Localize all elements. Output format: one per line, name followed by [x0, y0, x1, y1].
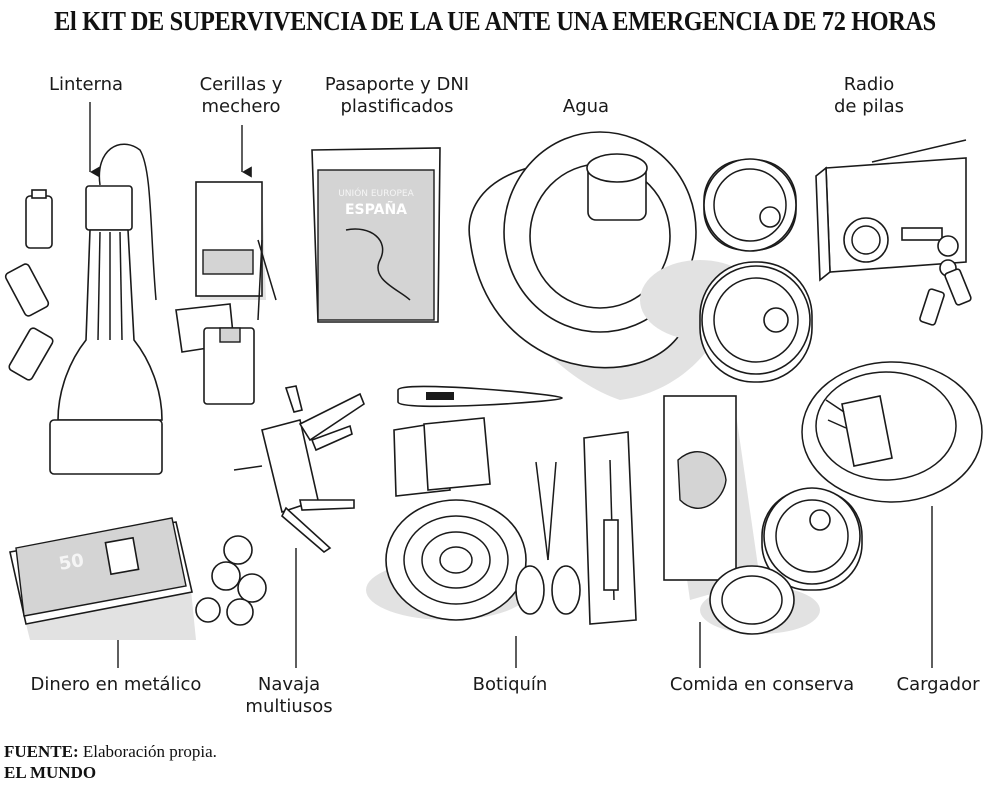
label-cargador: Cargador — [896, 674, 980, 695]
scissors-icon — [515, 461, 581, 615]
fish-can-box-icon — [663, 395, 760, 600]
source-line: FUENTE: Elaboración propia. — [4, 742, 217, 762]
syringe-packet-icon — [583, 431, 637, 625]
radio-batteries-icon — [919, 268, 972, 326]
cash-icon: 50 — [9, 517, 196, 640]
passport-line1: UNIÓN EUROPEA — [338, 187, 414, 199]
label-navaja: Navaja multiusos — [245, 674, 333, 717]
thermometer-icon — [397, 385, 563, 408]
flashlight-icon — [49, 143, 163, 475]
pointer-lines — [89, 102, 933, 668]
charger-icon — [801, 361, 983, 503]
label-botiquin: Botiquín — [472, 674, 548, 695]
label-cerillas: Cerillas y mechero — [199, 74, 283, 117]
brand: EL MUNDO — [4, 763, 97, 782]
radio-icon — [815, 139, 967, 282]
can-stack-lower-icon — [700, 487, 863, 635]
bandage-roll-icon — [366, 499, 530, 621]
label-agua: Agua — [562, 96, 610, 117]
source-prefix: FUENTE: — [4, 742, 79, 761]
label-linterna: Linterna — [48, 74, 124, 95]
page-title: El KIT DE SUPERVIVENCIA DE LA UE ANTE UN… — [54, 6, 936, 36]
label-dinero: Dinero en metálico — [30, 674, 202, 695]
source-text: Elaboración propia. — [78, 742, 217, 761]
lighter-icon — [175, 303, 255, 405]
coins-icon — [195, 535, 267, 626]
label-comida: Comida en conserva — [669, 674, 855, 695]
gauze-icon — [393, 417, 491, 497]
water-jug-icon — [468, 131, 720, 400]
matchbox-icon — [195, 181, 277, 321]
passport-bag-icon: UNIÓN EUROPEA ESPAÑA — [311, 147, 441, 323]
can-stack-upper-icon — [640, 158, 813, 383]
multitool-knife-icon — [233, 385, 365, 554]
label-radio: Radio de pilas — [833, 74, 905, 117]
batteries-icon — [4, 189, 54, 381]
banknote-value: 50 — [57, 550, 85, 575]
passport-line2: ESPAÑA — [345, 201, 407, 218]
label-pasaporte: Pasaporte y DNI plastificados — [324, 74, 470, 117]
